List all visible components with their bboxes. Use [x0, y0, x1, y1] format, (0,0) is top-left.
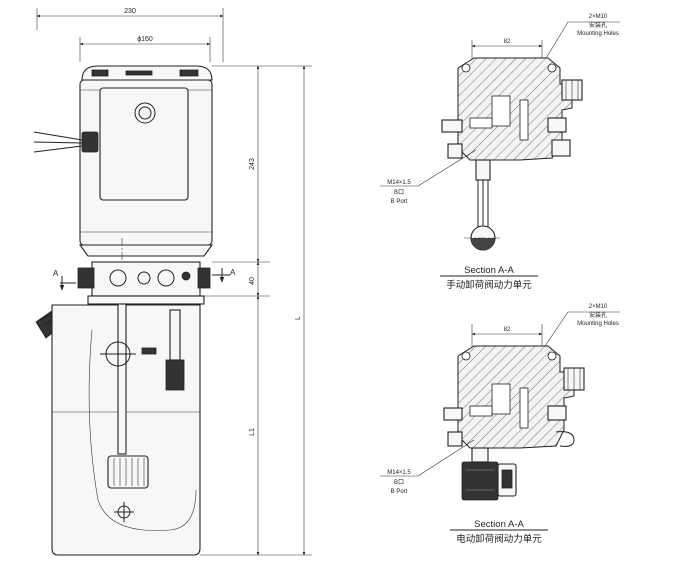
power-unit-elevation: 230 ϕ160: [33, 8, 312, 556]
bottom-fitting-left: [443, 407, 463, 421]
manifold-valve-2: [137, 271, 151, 285]
dim-L1-label: L1: [249, 428, 256, 436]
top-mounting-en: Mounting Holes: [577, 31, 619, 37]
wire-3: [33, 145, 83, 153]
top-bore-1: [491, 95, 511, 127]
wire-1: [33, 131, 83, 141]
dimension-total-length: L: [200, 65, 312, 556]
bottom-dim-82-label: 82: [504, 327, 511, 333]
manifold-port-left: [77, 267, 95, 289]
dimension-overall-width: 230: [36, 8, 224, 62]
bottom-fitting-mid: [547, 405, 567, 421]
bottom-port-cn: B口: [394, 479, 404, 486]
top-section-subtitle: 手动卸荷阀动力单元: [446, 279, 532, 291]
dimension-motor-diameter: ϕ160: [79, 36, 211, 62]
cable-gland: [81, 131, 99, 153]
dimension-manifold-height: 40: [204, 261, 270, 297]
tank-flange: [87, 295, 205, 305]
bottom-mounting-en: Mounting Holes: [577, 321, 619, 327]
suction-tube: [117, 303, 127, 455]
top-port-thread: M14×1.5: [387, 180, 411, 186]
top-fitting-mid: [547, 117, 567, 133]
top-port-cn: B口: [394, 189, 404, 196]
dim-230-label: 230: [124, 8, 136, 15]
dim-40-label: 40: [249, 277, 256, 285]
manifold-port-right: [197, 267, 211, 289]
top-fitting-left: [441, 119, 463, 133]
top-mount-hole-right: [547, 63, 557, 73]
terminal-gland-inner: [138, 106, 152, 120]
terminal-box: [99, 87, 189, 201]
top-fitting-left-low: [447, 143, 463, 159]
manifold-plug: [181, 271, 191, 281]
solenoid-adapter: [471, 447, 489, 463]
manual-valve-stem-housing: [475, 159, 491, 181]
top-mount-hole-left: [461, 63, 471, 73]
bottom-bore-2: [519, 387, 529, 429]
dimension-tank-length: L1: [249, 295, 260, 556]
top-section-title: Section A-A: [464, 265, 514, 276]
dim-L-label: L: [295, 316, 302, 320]
motor-flange: [78, 244, 214, 257]
bottom-port-thread: M14×1.5: [387, 470, 411, 476]
top-dim-82-label: 82: [504, 39, 511, 45]
terminal-gland-outer: [134, 102, 156, 124]
section-aa-manual: 82 2×M10 安装孔 Mounting Holes: [380, 14, 620, 291]
top-mounting-qty: 2×M10: [589, 14, 608, 20]
cap-bolt-left: [91, 69, 109, 77]
pump-bolt: [141, 347, 157, 355]
section-mark-left: A: [53, 269, 76, 291]
bottom-manifold-body: [457, 345, 575, 449]
bottom-bore-3: [469, 405, 493, 417]
cap-label-strip: [125, 70, 153, 76]
dim-phi160-label: ϕ160: [137, 36, 153, 43]
manual-valve-knob-shade: [471, 238, 495, 250]
bottom-section-title: Section A-A: [474, 519, 524, 530]
bottom-port-en: B Port: [391, 489, 408, 495]
top-mounting-cn: 安装孔: [589, 21, 607, 29]
bottom-mounting-cn: 安装孔: [589, 311, 607, 319]
section-letter-left: A: [53, 269, 59, 278]
section-mark-right: A: [212, 268, 236, 283]
manifold-valve-1: [109, 269, 127, 287]
bottom-mount-hole-right: [547, 351, 557, 361]
bottom-mount-hole-left: [461, 351, 471, 361]
wire-2: [33, 141, 83, 144]
top-port-en: B Port: [391, 199, 408, 205]
dimension-motor-height: 243: [212, 65, 312, 263]
top-bore-3: [469, 117, 493, 129]
bottom-fitting-curve: [555, 431, 575, 447]
solenoid-coil: [461, 461, 499, 501]
bottom-bore-1: [491, 383, 511, 415]
bottom-section-subtitle: 电动卸荷阀动力单元: [456, 533, 542, 545]
return-tube: [169, 309, 181, 361]
return-fitting: [165, 359, 185, 391]
dim-243-label: 243: [249, 158, 256, 170]
top-fitting-lower: [551, 139, 571, 157]
section-letter-right: A: [230, 268, 236, 277]
bottom-fitting-left-low: [447, 431, 463, 447]
cap-bolt-right: [179, 69, 199, 77]
bottom-mounting-qty: 2×M10: [589, 304, 608, 310]
top-bore-2: [519, 99, 529, 141]
solenoid-connector-plug: [501, 469, 513, 489]
section-aa-electric: 82 2×M10 安装孔 Mounting Holes M14×1.5: [380, 304, 620, 545]
manifold-valve-3: [157, 269, 175, 287]
